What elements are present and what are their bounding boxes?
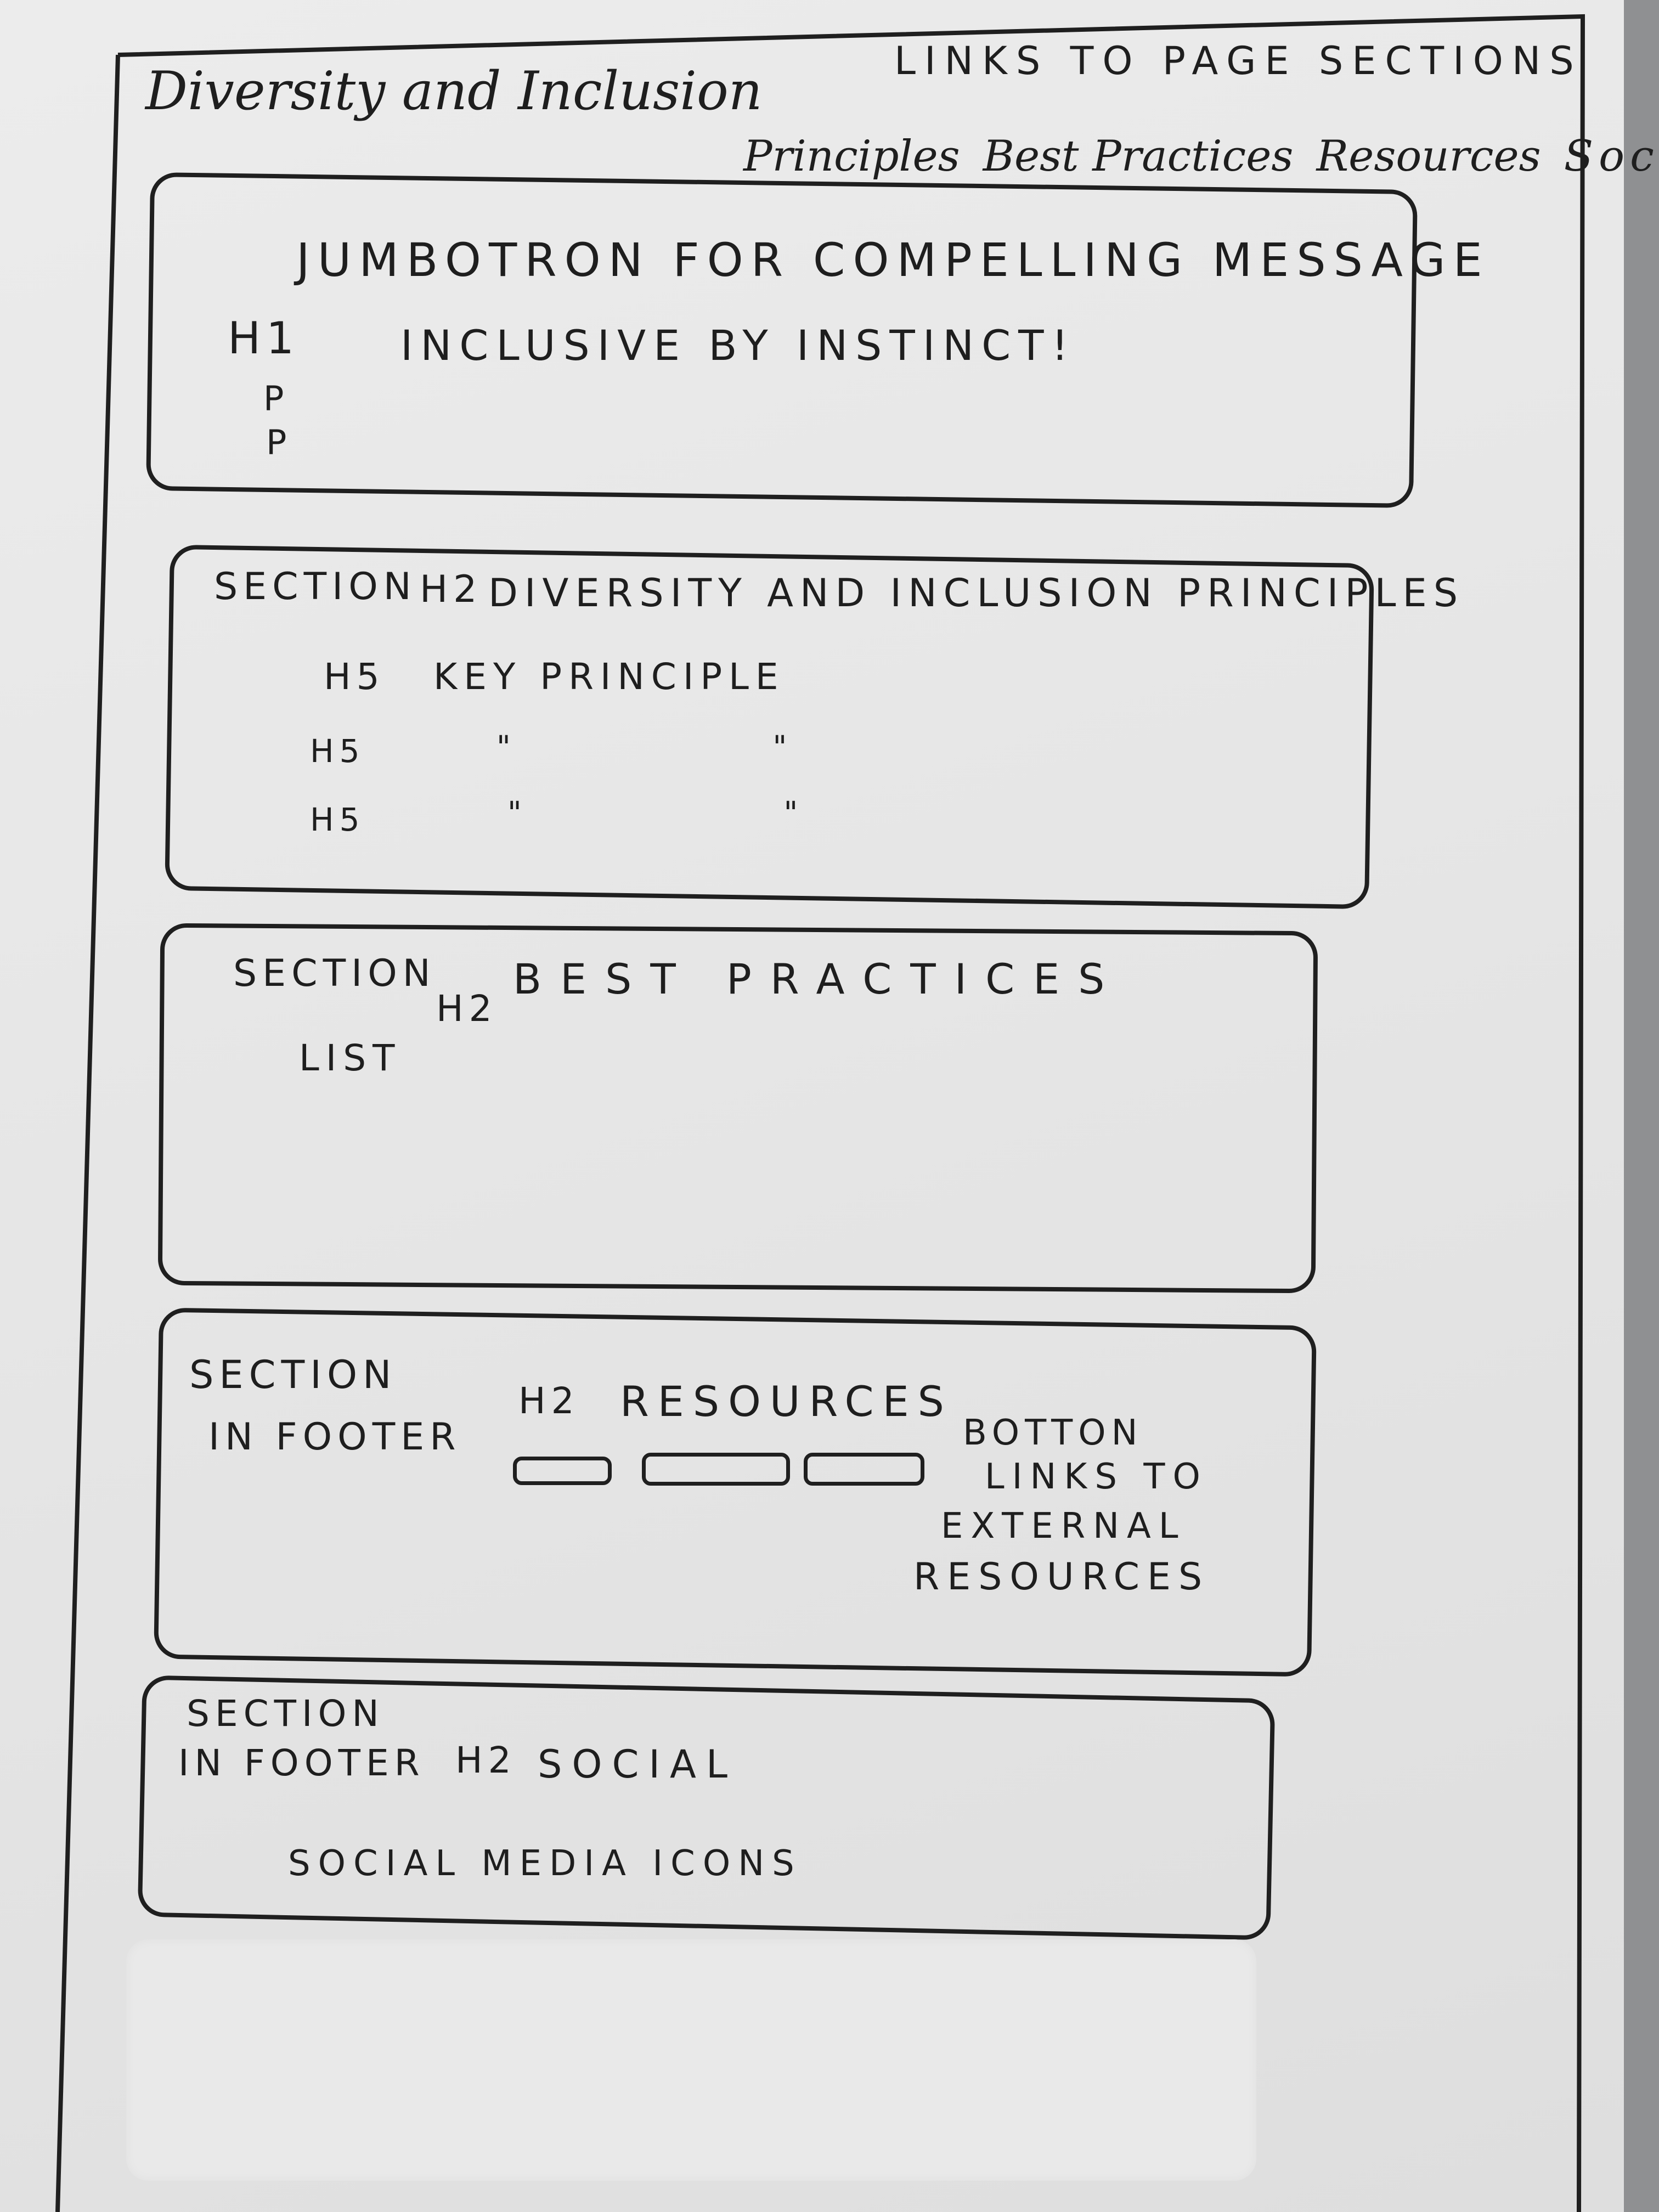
principle-row-1-text: KEY PRINCIPLE <box>433 656 785 698</box>
nav-link-resources[interactable]: Resources <box>1316 132 1541 181</box>
nav-links: Principles Best Practices Resources Soci… <box>743 121 1659 181</box>
p-tag-2: P <box>266 422 292 462</box>
social-heading-tag: H2 <box>455 1739 517 1781</box>
principles-heading-tag: H2 <box>420 568 483 611</box>
social-heading: SOCIAL <box>538 1742 737 1787</box>
resources-note-3: EXTERNAL <box>941 1506 1186 1547</box>
best-practices-heading: BEST PRACTICES <box>513 955 1124 1003</box>
principle-row-1-tag: H5 <box>324 656 385 698</box>
external-resource-button-2[interactable] <box>642 1453 790 1486</box>
links-note: LINKS TO PAGE SECTIONS <box>894 38 1583 83</box>
best-practices-section-label: SECTION <box>233 952 436 995</box>
nav-link-social[interactable]: Social <box>1564 132 1659 181</box>
resources-heading-tag: H2 <box>518 1380 580 1422</box>
h1-text: INCLUSIVE BY INSTINCT! <box>400 321 1076 370</box>
p-tag-1: P <box>263 379 290 419</box>
site-title: Diversity and Inclusion <box>145 60 763 122</box>
nav-link-principles[interactable]: Principles <box>743 132 960 181</box>
resources-note-2: LINKS TO <box>985 1457 1208 1497</box>
resources-note-4: RESOURCES <box>913 1555 1210 1599</box>
h1-tag: H1 <box>228 313 300 364</box>
best-practices-list: LIST <box>299 1037 402 1079</box>
resources-note-1: BOTTON <box>963 1413 1143 1453</box>
principle-row-2-tag: H5 <box>310 732 365 770</box>
external-resource-button-1[interactable] <box>513 1457 612 1485</box>
social-section-label-2: IN FOOTER <box>178 1742 425 1784</box>
resources-heading: RESOURCES <box>620 1377 953 1426</box>
resources-section-label-1: SECTION <box>189 1352 397 1397</box>
external-resource-button-3[interactable] <box>804 1453 924 1486</box>
principle-row-2-text: " " <box>496 730 913 765</box>
erased-area <box>126 1939 1256 2181</box>
social-section-label-1: SECTION <box>187 1692 385 1735</box>
principles-section-label: SECTION <box>214 565 417 608</box>
best-practices-heading-tag: H2 <box>436 988 498 1030</box>
principles-heading: DIVERSITY AND INCLUSION PRINCIPLES <box>488 571 1465 616</box>
social-media-icons-note: SOCIAL MEDIA ICONS <box>288 1843 802 1884</box>
nav-link-best-practices[interactable]: Best Practices <box>983 132 1294 181</box>
page-frame <box>55 14 1585 2212</box>
jumbotron-caption: JUMBOTRON FOR COMPELLING MESSAGE <box>296 233 1490 287</box>
resources-section-label-2: IN FOOTER <box>208 1415 461 1459</box>
principle-row-3-text: " " <box>507 795 924 831</box>
principle-row-3-tag: H5 <box>310 801 365 838</box>
